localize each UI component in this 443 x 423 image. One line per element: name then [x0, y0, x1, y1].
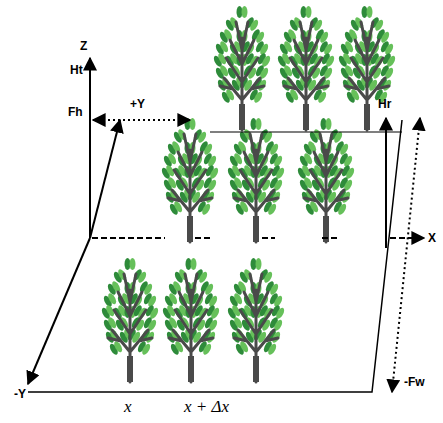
tree [226, 118, 286, 242]
field-boundary [28, 120, 402, 392]
position-label: x + Δx [184, 398, 229, 415]
position-label: x [124, 398, 132, 415]
canopy-top-line [210, 131, 402, 132]
axis-label: X [428, 232, 436, 244]
flux-label: Fh [68, 106, 83, 118]
x-axis-dashes [92, 237, 338, 239]
axis-label: +Y [130, 98, 145, 110]
fw-flux-arrow [392, 118, 420, 392]
z-axis [89, 58, 91, 238]
tree [212, 6, 272, 130]
neg-y-axis [28, 238, 90, 384]
tree [296, 118, 356, 242]
pos-y-axis [90, 120, 120, 238]
tree [160, 118, 220, 242]
tree [226, 258, 286, 382]
tree [276, 6, 336, 130]
fh-flux-arrow [93, 119, 190, 121]
tree [161, 258, 221, 382]
height-label: Ht [70, 64, 83, 76]
tree [100, 258, 160, 382]
axis-label: Z [80, 40, 87, 52]
tree [337, 6, 397, 130]
axis-label: -Y [14, 388, 26, 400]
hr-arrow [385, 118, 387, 248]
height-label: Hr [378, 98, 391, 110]
flux-label: -Fw [404, 376, 425, 388]
